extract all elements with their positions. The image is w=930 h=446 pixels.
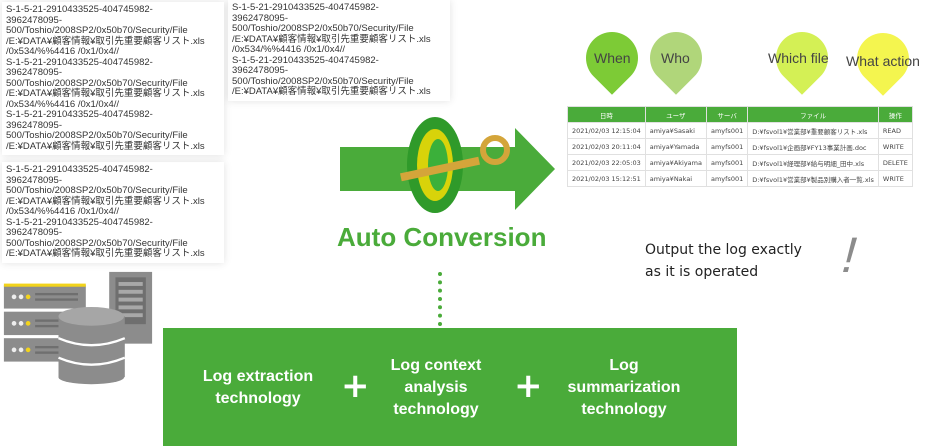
- table-cell: D:¥fsvol1¥経理部¥給与明細_田中.xls: [747, 154, 879, 171]
- technology-panel: Log extraction technology + Log context an…: [163, 328, 737, 446]
- log-sheet: S-1-5-21-2910433525-404745982-3962478095…: [2, 162, 224, 263]
- column-header: ユーザ: [644, 106, 707, 123]
- pin-label-what-action: What action: [846, 53, 920, 69]
- tech-line: technology: [581, 401, 667, 418]
- tech-line: Log: [609, 357, 639, 374]
- log-line: /0x534/%%4416 /0x1/0x4//: [232, 44, 346, 55]
- table-cell: amiya¥Yamada: [644, 138, 707, 155]
- server-database-illustration: [3, 271, 153, 385]
- log-line: /0x534/%%4416 /0x1/0x4//: [6, 206, 120, 217]
- table-cell: amiya¥Sasaki: [644, 122, 707, 139]
- log-line: S-1-5-21-2910433525-404745982-: [6, 4, 153, 15]
- log-line: /E:¥DATA¥顧客情報¥取引先重要顧客リスト.xls: [6, 88, 205, 99]
- tech-log-context-analysis: Log context analysis technology: [361, 355, 511, 421]
- table-cell: D:¥fsvol1¥企画部¥FY13事業計画.doc: [747, 138, 879, 155]
- table-cell: amyfs001: [705, 154, 749, 171]
- log-line: S-1-5-21-2910433525-404745982-: [6, 216, 153, 228]
- log-line: 3962478095-: [232, 12, 288, 24]
- log-line: 500/Toshio/2008SP2/0x50b70/Security/File: [6, 237, 188, 249]
- table-cell: amyfs001: [705, 170, 749, 187]
- log-line: /E:¥DATA¥顧客情報¥取引先重要顧客リスト.xls: [6, 35, 205, 47]
- pin-label-when: When: [594, 50, 631, 66]
- column-header: サーバ: [705, 106, 749, 123]
- table-cell: D:¥fsvol1¥営業部¥重要顧客リスト.xls: [747, 122, 879, 139]
- log-line: 500/Toshio/2008SP2/0x50b70/Security/File: [6, 185, 188, 196]
- dotted-connector: [438, 272, 442, 326]
- log-line: 3962478095-: [6, 227, 62, 238]
- log-sheet: S-1-5-21-2910433525-404745982-3962478095…: [228, 0, 450, 101]
- log-line: 3962478095-: [6, 14, 62, 26]
- log-line: 3962478095-: [6, 67, 62, 78]
- tech-line: analysis: [404, 379, 468, 396]
- column-header: 操作: [877, 106, 913, 123]
- output-note-line: Output the log exactly: [645, 242, 802, 258]
- tech-line: technology: [393, 401, 479, 418]
- log-line: S-1-5-21-2910433525-404745982-: [6, 164, 153, 175]
- log-line: 3962478095-: [232, 65, 288, 76]
- output-note: Output the log exactly as it is operated: [645, 239, 802, 283]
- log-line: 500/Toshio/2008SP2/0x50b70/Security/File: [6, 130, 188, 141]
- tech-line: Log extraction: [202, 368, 314, 385]
- log-line: /E:¥DATA¥顧客情報¥取引先重要顧客リスト.xls: [232, 33, 431, 45]
- auto-conversion-label: Auto Conversion: [337, 222, 547, 252]
- log-line: S-1-5-21-2910433525-404745982-: [6, 56, 153, 68]
- plus-icon: +: [514, 366, 543, 406]
- log-line: 500/Toshio/2008SP2/0x50b70/Security/File: [232, 75, 414, 87]
- log-line: /E:¥DATA¥顧客情報¥取引先重要顧客リスト.xls: [232, 86, 431, 97]
- tech-line: technology: [215, 390, 301, 407]
- output-note-line: as it is operated: [645, 264, 759, 280]
- table-cell: 2021/02/03 20:11:04: [567, 138, 646, 155]
- table-cell: amiya¥Akiyama: [644, 154, 707, 171]
- table-cell: 2021/02/03 12:15:04: [567, 122, 646, 139]
- table-cell: 2021/02/03 22:05:03: [567, 154, 646, 171]
- exclamation-mark: !: [835, 227, 865, 283]
- tech-line: Log context: [390, 357, 482, 374]
- log-line: 3962478095-: [6, 119, 62, 131]
- table-cell: WRITE: [877, 138, 913, 155]
- table-cell: amyfs001: [705, 122, 749, 139]
- table-cell: 2021/02/03 15:12:51: [567, 170, 646, 187]
- database-icon: [58, 307, 126, 385]
- column-header: 日時: [567, 106, 646, 123]
- pin-label-which-file: Which file: [768, 50, 829, 66]
- log-line: 500/Toshio/2008SP2/0x50b70/Security/File: [6, 77, 188, 89]
- log-line: 500/Toshio/2008SP2/0x50b70/Security/File: [232, 23, 414, 34]
- log-line: /E:¥DATA¥顧客情報¥取引先重要顧客リスト.xls: [6, 140, 205, 152]
- plus-icon: +: [341, 366, 370, 406]
- tech-log-summarization: Log summarization technology: [549, 355, 699, 421]
- log-line: /E:¥DATA¥顧客情報¥取引先重要顧客リスト.xls: [6, 195, 205, 207]
- tech-line: summarization: [567, 379, 681, 396]
- log-line: S-1-5-21-2910433525-404745982-: [232, 54, 379, 66]
- tech-log-extraction: Log extraction technology: [183, 366, 333, 410]
- table-cell: DELETE: [877, 154, 913, 171]
- table-cell: READ: [877, 122, 913, 139]
- log-line: 500/Toshio/2008SP2/0x50b70/Security/File: [6, 25, 188, 36]
- log-sheet: S-1-5-21-2910433525-404745982-3962478095…: [2, 2, 224, 155]
- key-lock-icon: [400, 117, 510, 213]
- log-line: S-1-5-21-2910433525-404745982-: [232, 2, 379, 13]
- column-header: ファイル: [747, 106, 879, 123]
- log-line: 3962478095-: [6, 174, 62, 186]
- table-cell: D:¥fsvol1¥営業部¥製品別購入者一覧.xls: [747, 170, 879, 187]
- table-cell: amiya¥Nakai: [644, 170, 707, 187]
- table-cell: amyfs001: [705, 138, 749, 155]
- conversion-arrow: [340, 117, 555, 213]
- pin-label-who: Who: [661, 50, 690, 66]
- log-line: /0x534/%%4416 /0x1/0x4//: [6, 98, 120, 110]
- log-line: /0x534/%%4416 /0x1/0x4//: [6, 46, 120, 57]
- table-cell: WRITE: [877, 170, 913, 187]
- log-line: /E:¥DATA¥顧客情報¥取引先重要顧客リスト.xls: [6, 248, 205, 259]
- log-line: S-1-5-21-2910433525-404745982-: [6, 109, 153, 120]
